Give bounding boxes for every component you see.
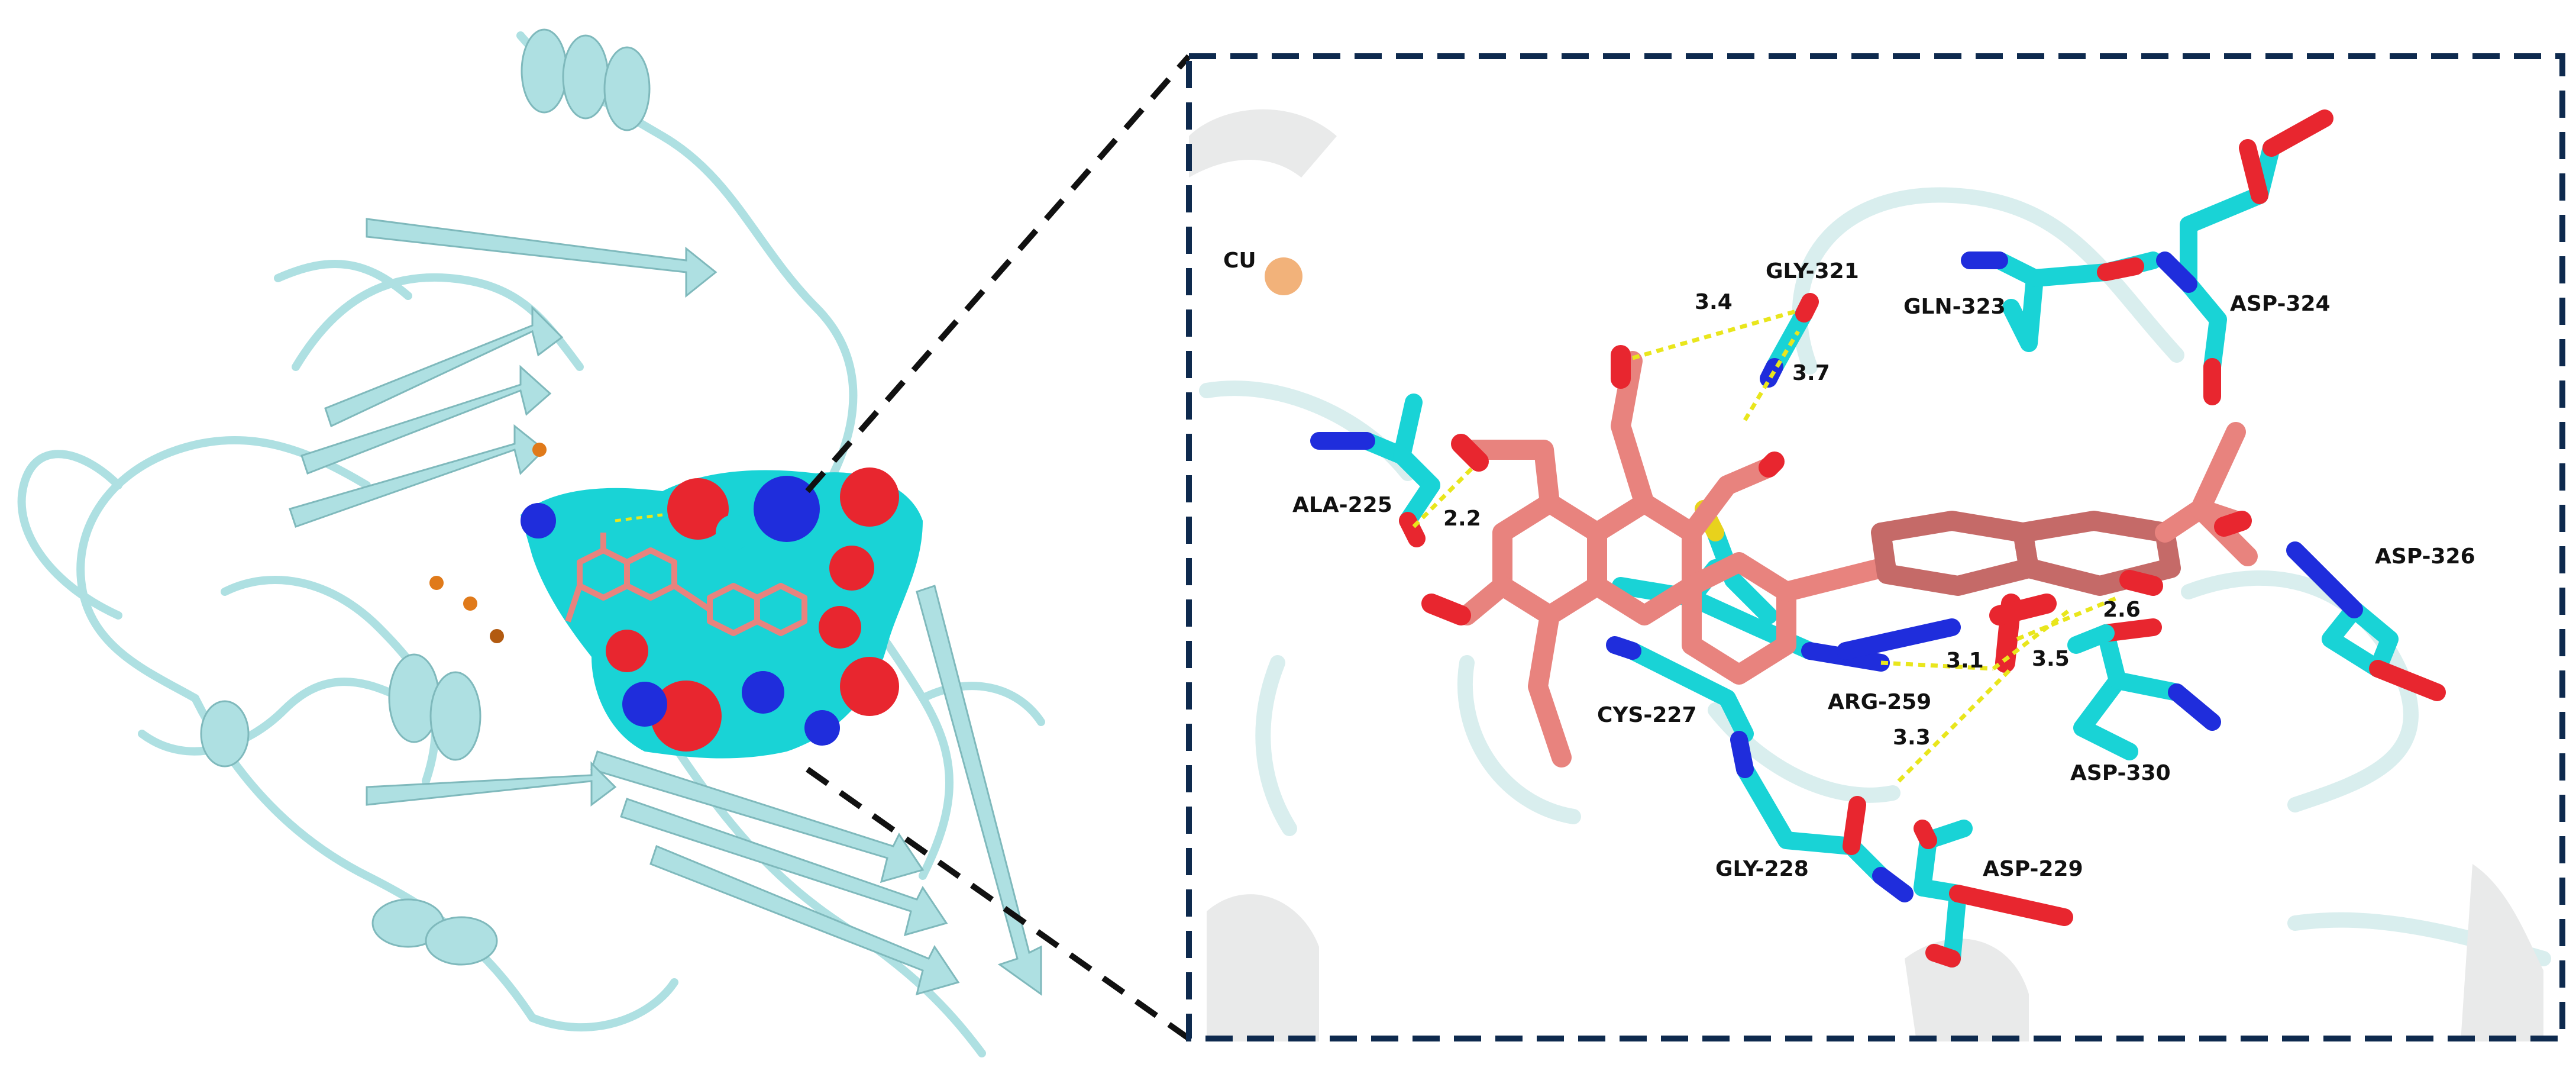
protein-helices xyxy=(200,28,651,966)
label-gly228: GLY-228 xyxy=(1715,857,1809,881)
hbond-d6 xyxy=(2016,595,2119,641)
label-gln323: GLN-323 xyxy=(1903,295,2006,319)
label-arg259: ARG-259 xyxy=(1828,690,1931,714)
ligand-sticks xyxy=(1457,351,2258,767)
residue-asp229-sticks xyxy=(1914,820,2073,968)
overview-ligand xyxy=(565,533,807,636)
ligand-hydrogens xyxy=(1399,423,2245,583)
residue-labels: ALA-225 CYS-227 GLY-228 ASP-229 ARG-259 … xyxy=(1223,249,2475,881)
label-copper: CU xyxy=(1223,249,1256,273)
hbond-d1 xyxy=(1632,308,1799,360)
hbond-d3 xyxy=(1412,466,1475,528)
binding-site-panel: ALA-225 CYS-227 GLY-228 ASP-229 ARG-259 … xyxy=(1189,109,2551,1041)
label-cys227: CYS-227 xyxy=(1597,703,1697,727)
residue-asp330-sticks xyxy=(2067,618,2221,760)
label-asp326: ASP-326 xyxy=(2375,544,2475,569)
distance-d2: 3.7 xyxy=(1792,361,1830,385)
residue-gln323-sticks xyxy=(1961,251,2162,352)
ligand-oxygens xyxy=(1421,345,2252,673)
hbond-d2 xyxy=(1743,330,1801,421)
residue-asp324-sticks xyxy=(2156,109,2333,405)
hbond-d4 xyxy=(1880,660,1994,671)
residue-ala225-sticks xyxy=(1310,394,1440,547)
overview-copper-ions xyxy=(429,443,547,643)
distance-d5: 3.5 xyxy=(2032,647,2070,671)
distance-d7: 3.3 xyxy=(1893,725,1931,750)
hbond-d7 xyxy=(1897,667,2013,783)
distance-d1: 3.4 xyxy=(1695,290,1733,314)
label-asp330: ASP-330 xyxy=(2070,761,2171,785)
residue-gly228-sticks xyxy=(1730,731,1914,902)
binding-pocket-surface xyxy=(521,467,923,759)
zoom-frame xyxy=(1186,53,2565,1041)
residue-sticks xyxy=(1310,109,2446,968)
label-asp324: ASP-324 xyxy=(2230,292,2331,316)
zoom-connectors xyxy=(805,54,1191,1041)
label-ala225: ALA-225 xyxy=(1292,493,1392,517)
label-asp229: ASP-229 xyxy=(1983,857,2083,881)
label-gly321: GLY-321 xyxy=(1766,259,1859,283)
hydrogen-bonds xyxy=(1412,308,2119,783)
distance-d4: 3.1 xyxy=(1946,649,1984,673)
zoom-line-top xyxy=(805,54,1191,494)
hbond-d5 xyxy=(1992,608,2072,670)
overview-hbond xyxy=(615,513,663,523)
distance-d3: 2.2 xyxy=(1443,507,1481,531)
distance-labels: 3.4 3.7 2.2 3.1 3.5 2.6 3.3 xyxy=(1443,290,2141,750)
protein-overview-panel xyxy=(17,28,1045,1057)
zoom-line-bottom xyxy=(806,766,1191,1041)
copper-ion xyxy=(1265,257,1302,295)
distance-d6: 2.6 xyxy=(2103,598,2141,622)
residue-asp326-sticks xyxy=(2286,541,2446,701)
ligand-carbonyl xyxy=(1989,594,2057,625)
protein-sheets xyxy=(289,218,1042,996)
background-shading xyxy=(1189,109,2543,1041)
